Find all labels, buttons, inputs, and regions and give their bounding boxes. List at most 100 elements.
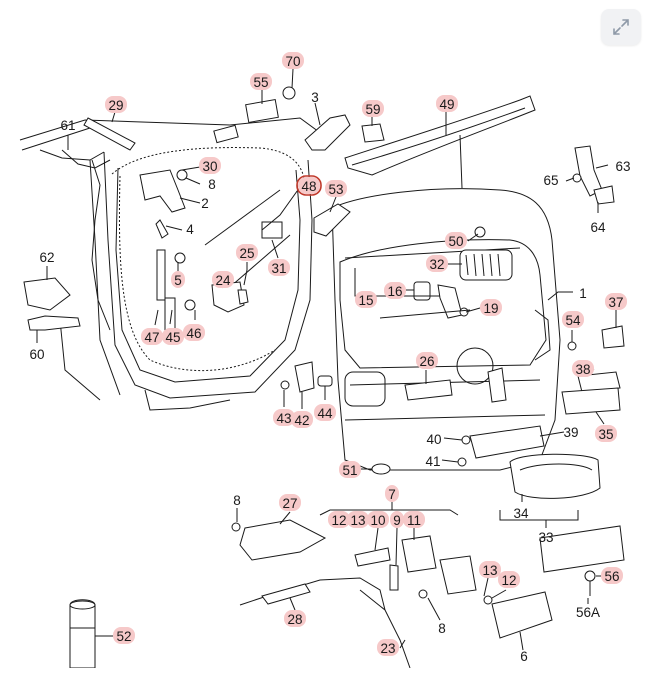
callout-12[interactable]: 12 xyxy=(498,571,520,588)
callout-number: 8 xyxy=(208,177,216,192)
callout-38[interactable]: 38 xyxy=(572,360,594,377)
callout-highlight xyxy=(367,511,389,528)
callout-47[interactable]: 47 xyxy=(141,328,163,345)
callout-51[interactable]: 51 xyxy=(339,461,361,478)
callout-number: 19 xyxy=(483,301,498,316)
callout-number: 28 xyxy=(287,612,302,627)
callout-number: 51 xyxy=(342,463,357,478)
callout-number: 12 xyxy=(331,513,346,528)
callout-40[interactable]: 40 xyxy=(426,432,441,447)
callout-2[interactable]: 2 xyxy=(201,196,209,211)
callout-9[interactable]: 9 xyxy=(390,511,404,528)
callout-43[interactable]: 43 xyxy=(273,409,295,426)
callout-29[interactable]: 29 xyxy=(105,96,127,113)
callout-39[interactable]: 39 xyxy=(563,425,578,440)
callout-50[interactable]: 50 xyxy=(445,232,467,249)
callout-number: 24 xyxy=(215,273,231,288)
callout-31[interactable]: 31 xyxy=(268,259,290,276)
callout-highlight xyxy=(279,494,301,511)
callout-49[interactable]: 49 xyxy=(436,95,458,112)
callout-number: 54 xyxy=(565,313,581,328)
callout-number: 11 xyxy=(407,513,421,528)
callout-25[interactable]: 25 xyxy=(236,244,258,261)
callout-53[interactable]: 53 xyxy=(325,180,347,197)
callout-15[interactable]: 15 xyxy=(355,291,377,308)
callout-highlight xyxy=(141,328,163,345)
callout-56[interactable]: 56 xyxy=(601,567,623,584)
callout-number: 35 xyxy=(598,427,613,442)
callout-16[interactable]: 16 xyxy=(384,282,406,299)
callout-44[interactable]: 44 xyxy=(314,404,336,421)
callout-3[interactable]: 3 xyxy=(311,90,319,105)
callout-54[interactable]: 54 xyxy=(562,311,584,328)
callout-65[interactable]: 65 xyxy=(543,173,558,188)
callout-8[interactable]: 8 xyxy=(438,621,446,636)
callout-60[interactable]: 60 xyxy=(29,347,44,362)
callout-23[interactable]: 23 xyxy=(377,639,399,656)
callout-30[interactable]: 30 xyxy=(199,157,221,174)
callout-45[interactable]: 45 xyxy=(162,328,184,345)
callout-24[interactable]: 24 xyxy=(212,271,234,288)
callout-63[interactable]: 63 xyxy=(615,159,630,174)
callout-34[interactable]: 34 xyxy=(513,506,529,521)
callout-highlight xyxy=(605,293,627,310)
callout-52[interactable]: 52 xyxy=(113,627,135,644)
callout-64[interactable]: 64 xyxy=(590,220,606,235)
callout-number: 49 xyxy=(439,97,454,112)
callout-number: 2 xyxy=(201,196,209,211)
callout-highlight xyxy=(498,571,520,588)
callout-12[interactable]: 12 xyxy=(328,511,350,528)
callout-55[interactable]: 55 xyxy=(250,73,272,90)
callout-10[interactable]: 10 xyxy=(367,511,389,528)
callout-42[interactable]: 42 xyxy=(291,411,313,428)
expand-button[interactable] xyxy=(601,9,641,45)
callout-56A[interactable]: 56A xyxy=(576,605,600,620)
callout-highlight xyxy=(113,627,135,644)
callout-highlight xyxy=(377,639,399,656)
callout-number: 46 xyxy=(186,326,201,341)
callout-number: 44 xyxy=(317,406,333,421)
callout-28[interactable]: 28 xyxy=(284,610,306,627)
callout-27[interactable]: 27 xyxy=(279,494,301,511)
callout-11[interactable]: 11 xyxy=(403,511,425,528)
callout-59[interactable]: 59 xyxy=(362,100,384,117)
callout-33[interactable]: 33 xyxy=(538,530,553,545)
callout-19[interactable]: 19 xyxy=(480,299,502,316)
callout-number: 13 xyxy=(482,563,497,578)
callout-number: 62 xyxy=(39,250,54,265)
callout-62[interactable]: 62 xyxy=(39,250,54,265)
callout-26[interactable]: 26 xyxy=(416,352,438,369)
callout-48[interactable]: 48 xyxy=(296,175,322,196)
callout-number: 55 xyxy=(253,75,268,90)
callout-35[interactable]: 35 xyxy=(595,425,617,442)
callout-8[interactable]: 8 xyxy=(208,177,216,192)
callout-number: 52 xyxy=(116,629,131,644)
callout-number: 1 xyxy=(579,286,587,301)
callout-8[interactable]: 8 xyxy=(233,493,241,508)
callout-number: 31 xyxy=(271,261,286,276)
callout-number: 3 xyxy=(311,90,319,105)
callout-46[interactable]: 46 xyxy=(183,324,205,341)
callout-highlight xyxy=(282,52,304,69)
callout-highlight xyxy=(601,567,623,584)
callout-number: 30 xyxy=(202,159,217,174)
callout-highlight xyxy=(298,177,320,194)
callout-number: 27 xyxy=(282,496,297,511)
callout-41[interactable]: 41 xyxy=(425,454,440,469)
callout-32[interactable]: 32 xyxy=(426,255,448,272)
callout-number: 5 xyxy=(174,273,182,288)
callout-37[interactable]: 37 xyxy=(605,293,627,310)
callout-70[interactable]: 70 xyxy=(282,52,304,69)
callout-highlight xyxy=(355,291,377,308)
callout-4[interactable]: 4 xyxy=(186,222,194,237)
callout-number: 29 xyxy=(108,98,123,113)
callout-13[interactable]: 13 xyxy=(347,511,369,528)
callout-highlight xyxy=(105,96,127,113)
callout-61[interactable]: 61 xyxy=(60,118,75,133)
callout-5[interactable]: 5 xyxy=(171,271,185,288)
callout-13[interactable]: 13 xyxy=(479,561,501,578)
callout-number: 64 xyxy=(590,220,606,235)
callout-1[interactable]: 1 xyxy=(579,286,587,301)
callout-6[interactable]: 6 xyxy=(520,649,528,664)
callout-7[interactable]: 7 xyxy=(385,485,399,502)
